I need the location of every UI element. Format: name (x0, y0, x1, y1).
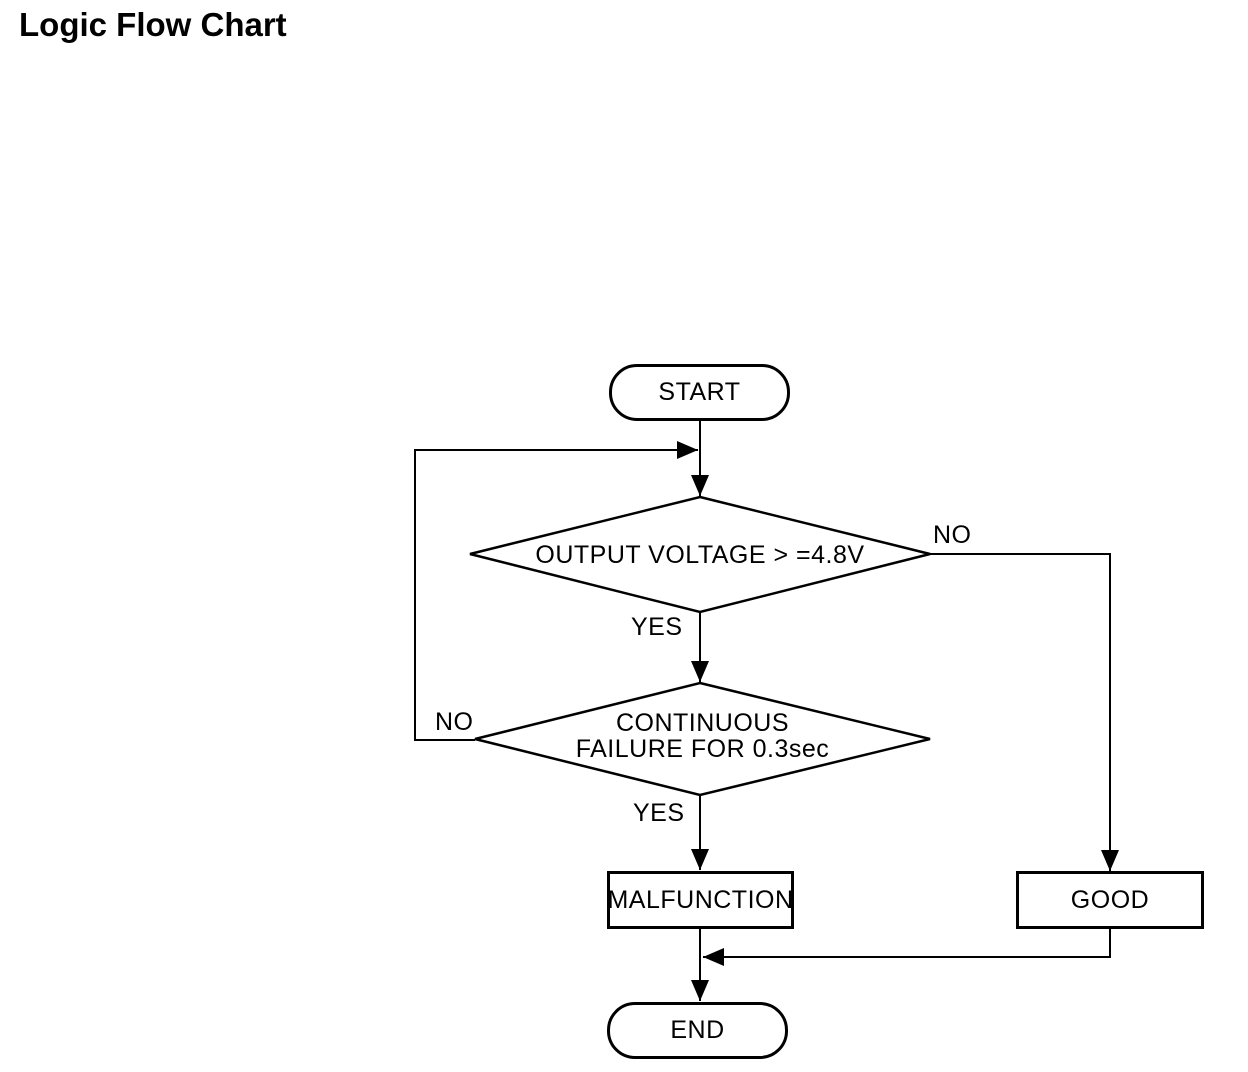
edge-decision2-no-loop (414, 441, 698, 741)
node-decision2-text: CONTINUOUS FAILURE FOR 0.3sec (475, 683, 930, 789)
node-malfunction-label: MALFUNCTION (607, 885, 794, 914)
node-start-label: START (658, 378, 741, 406)
node-good: GOOD (1016, 871, 1204, 929)
edge-decision1-no-to-good (930, 553, 1119, 871)
edge-label-decision1-no: NO (933, 521, 972, 550)
edge-label-decision1-yes: YES (631, 613, 683, 642)
node-decision1-label: OUTPUT VOLTAGE > =4.8V (535, 540, 865, 569)
node-start: START (609, 364, 790, 421)
node-decision2-label-line1: CONTINUOUS (615, 709, 790, 737)
edge-good-to-end-junction (703, 928, 1111, 966)
node-decision1-text: OUTPUT VOLTAGE > =4.8V (470, 497, 930, 612)
node-end-label: END (670, 1016, 725, 1044)
edge-label-decision2-no: NO (435, 708, 474, 737)
node-good-label: GOOD (1070, 885, 1150, 914)
node-malfunction: MALFUNCTION (607, 871, 794, 929)
node-end: END (607, 1002, 788, 1059)
node-decision2-label-line2: FAILURE FOR 0.3sec (575, 735, 830, 763)
page-title: Logic Flow Chart (19, 6, 287, 43)
edge-label-decision2-yes: YES (633, 799, 685, 828)
